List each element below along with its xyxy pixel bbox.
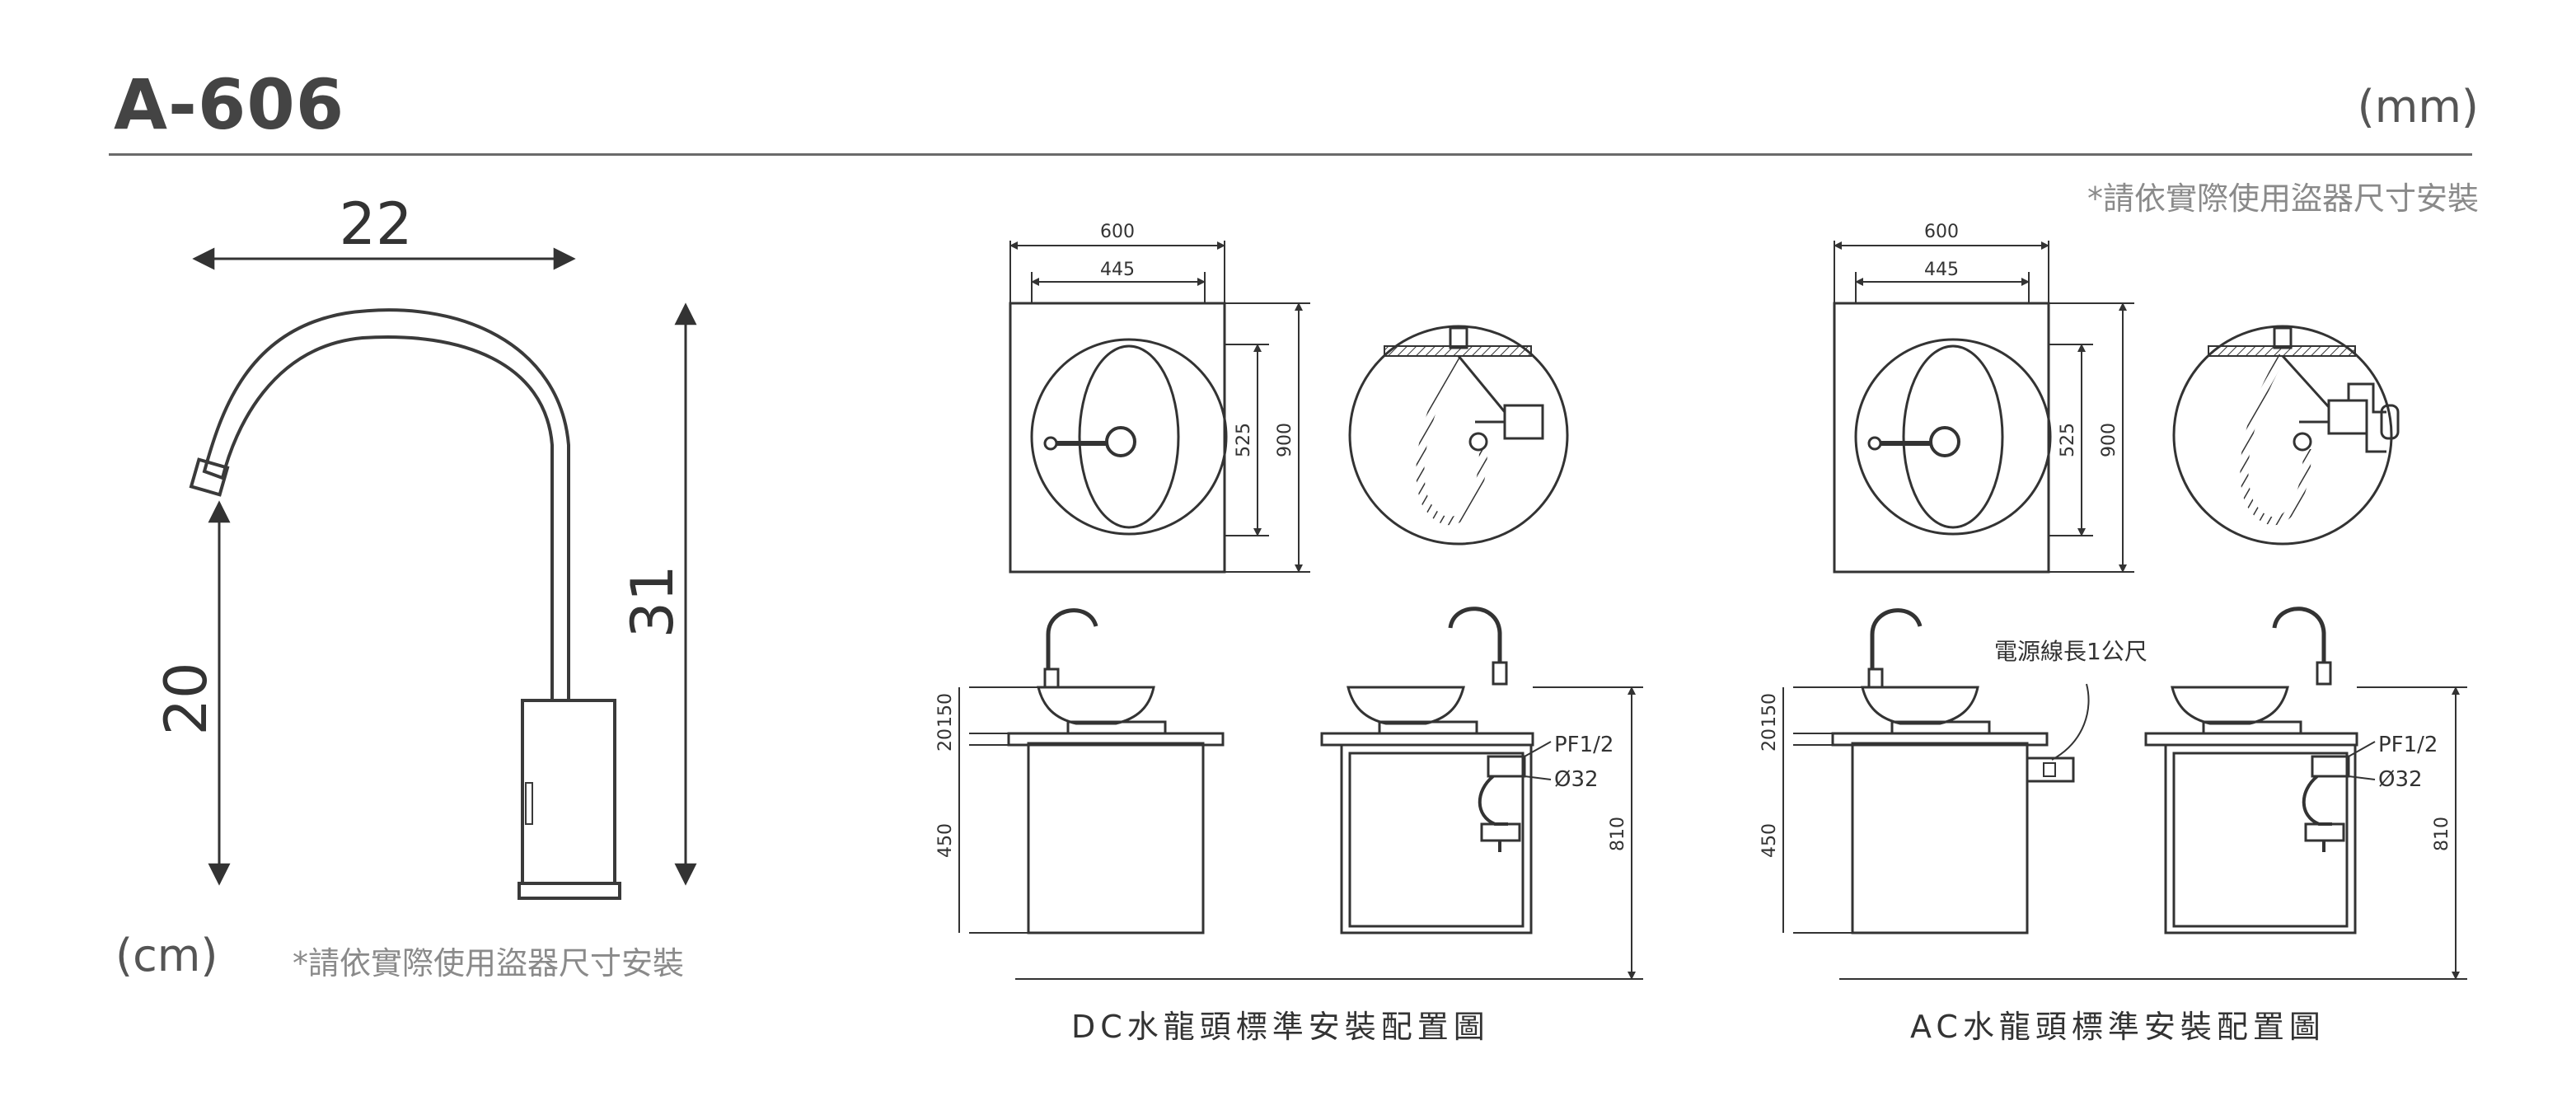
sink-top-view	[1833, 302, 2050, 574]
dim-900: 900	[2099, 423, 2119, 457]
sink-top-view	[1009, 302, 1226, 574]
detail-circle	[1348, 325, 1569, 546]
dim-width-label: 22	[339, 190, 412, 258]
install-note-top: *請依實際使用盜器尺寸安裝	[2087, 180, 2479, 217]
cabinet-left	[1027, 742, 1205, 934]
cabinet-right	[2164, 743, 2357, 934]
dim-600: 600	[1100, 222, 1135, 242]
dim-525: 525	[1234, 423, 1254, 457]
model-title: A-606	[114, 64, 345, 145]
label-dia: Ø32	[2378, 767, 2423, 792]
faucet-body	[521, 699, 616, 885]
install-note-left: *請依實際使用盜器尺寸安裝	[293, 945, 685, 981]
faucet-base	[518, 882, 621, 900]
dim-525: 525	[2058, 423, 2078, 457]
label-pf: PF1/2	[2378, 733, 2438, 757]
ac-install-diagram: 600 445 525 900 電源線長1公尺	[1759, 222, 2467, 980]
dim-445: 445	[1924, 260, 1959, 280]
unit-label-mm: (mm)	[2357, 81, 2479, 133]
dim-450: 450	[1759, 823, 1780, 858]
dim-150: 150	[935, 693, 956, 728]
power-cord-label: 電源線長1公尺	[1994, 638, 2147, 665]
dim-20: 20	[1759, 728, 1780, 752]
cabinet-right	[1340, 743, 1533, 934]
dim-900: 900	[1275, 423, 1295, 457]
dim-total-height-label: 31	[619, 564, 686, 638]
dim-600: 600	[1924, 222, 1959, 242]
dim-20: 20	[935, 728, 956, 752]
label-pf: PF1/2	[1554, 733, 1614, 757]
dc-install-diagram: 600 445 525 900 150 20	[935, 222, 1643, 980]
dim-450: 450	[935, 823, 956, 858]
ac-caption: AC水龍頭標準安裝配置圖	[1910, 1009, 2325, 1045]
dim-150: 150	[1759, 693, 1780, 728]
dim-810: 810	[1608, 817, 1628, 851]
power-adapter	[2026, 756, 2075, 783]
label-dia: Ø32	[1554, 767, 1599, 792]
dim-spout-height-label: 20	[152, 662, 220, 735]
dim-445: 445	[1100, 260, 1135, 280]
header-divider	[109, 153, 2472, 156]
unit-label-cm: (cm)	[115, 930, 218, 981]
dim-810: 810	[2432, 817, 2452, 851]
detail-circle	[2172, 325, 2393, 546]
dc-caption: DC水龍頭標準安裝配置圖	[1071, 1009, 1490, 1045]
cabinet-left	[1851, 742, 2029, 934]
faucet-side-view: 22 20 31	[152, 190, 697, 900]
